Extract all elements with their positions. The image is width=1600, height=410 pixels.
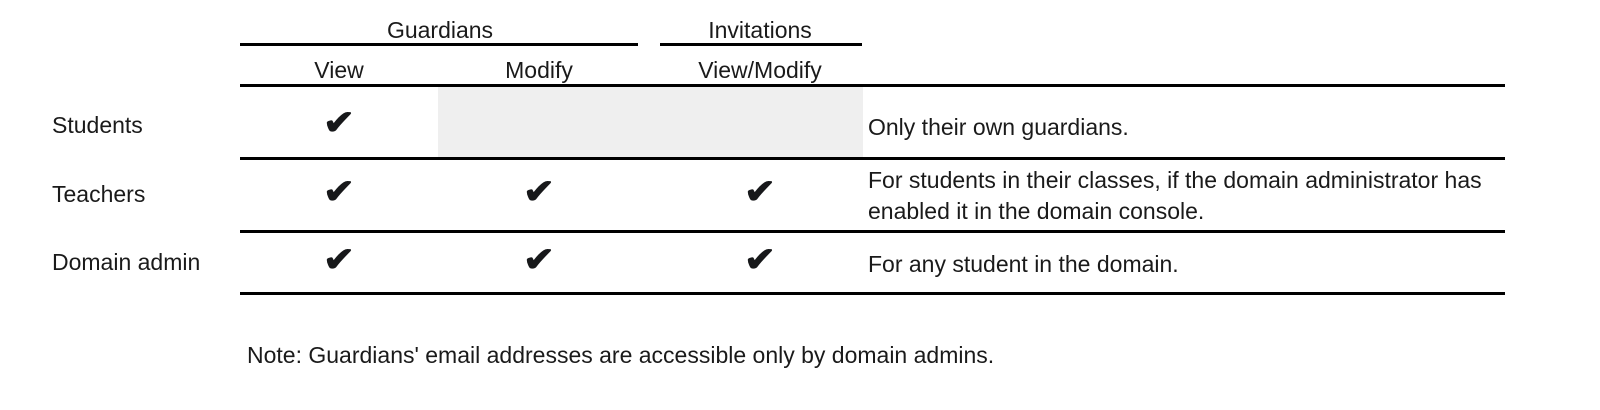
rule-after-students	[240, 157, 1505, 160]
rule-under-invitations	[660, 43, 862, 46]
group-header-invitations: Invitations	[708, 17, 812, 43]
check-domain-admin-guardians-view: ✔	[323, 241, 355, 279]
column-header-guardians-view: View	[314, 57, 364, 83]
rule-after-teachers	[240, 230, 1505, 233]
check-domain-admin-guardians-modify: ✔	[523, 241, 555, 279]
check-teachers-guardians-view: ✔	[323, 173, 355, 211]
description-students: Only their own guardians.	[868, 114, 1129, 140]
check-teachers-guardians-modify: ✔	[523, 173, 555, 211]
column-header-invitations-view-modify: View/Modify	[698, 57, 822, 83]
rule-table-bottom	[240, 292, 1505, 295]
description-teachers: For students in their classes, if the do…	[868, 167, 1482, 224]
row-label-teachers: Teachers	[52, 181, 146, 207]
row-label-domain-admin: Domain admin	[52, 249, 201, 275]
rule-header-bottom	[240, 84, 1505, 87]
row-label-students: Students	[52, 112, 143, 138]
description-domain-admin: For any student in the domain.	[868, 251, 1179, 277]
footnote-note: Note: Guardians' email addresses are acc…	[247, 342, 995, 368]
column-header-guardians-modify: Modify	[505, 57, 573, 83]
check-teachers-invitations-view-modify: ✔	[744, 173, 776, 211]
rule-under-guardians	[240, 43, 638, 46]
check-domain-admin-invitations-view-modify: ✔	[744, 241, 776, 279]
cell-students-disabled-shading	[438, 87, 863, 157]
group-header-guardians: Guardians	[386, 17, 494, 43]
check-students-guardians-view: ✔	[323, 104, 355, 142]
